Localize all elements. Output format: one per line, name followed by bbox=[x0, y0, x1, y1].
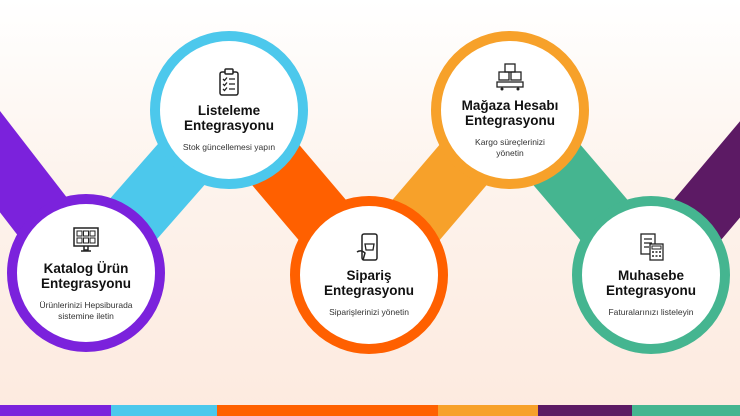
clipboard-checklist-icon bbox=[219, 68, 239, 96]
footer-bar-amber bbox=[438, 405, 538, 416]
step-title-2: Entegrasyonu bbox=[464, 112, 556, 128]
mobile-order-icon bbox=[356, 233, 378, 261]
footer-bar-purple bbox=[0, 405, 111, 416]
step-title: Katalog Ürün bbox=[43, 260, 129, 276]
footer-bar-plum bbox=[538, 405, 632, 416]
step-katalog: Katalog Ürün Entegrasyonu Ürünlerinizi H… bbox=[7, 194, 165, 352]
step-description: Kargo süreçlerinizi yönetin bbox=[475, 136, 545, 158]
step-muhasebe: Muhasebe Entegrasyonu Faturalarınızı lis… bbox=[572, 196, 730, 354]
invoice-calculator-icon bbox=[640, 233, 664, 261]
step-title-2: Entegrasyonu bbox=[40, 275, 132, 291]
step-title-2: Entegrasyonu bbox=[183, 118, 275, 133]
step-title: Sipariş bbox=[346, 268, 392, 283]
step-title: Mağaza Hesabı bbox=[461, 97, 559, 113]
step-listeleme: Listeleme Entegrasyonu Stok güncellemesi… bbox=[150, 31, 308, 189]
step-title-2: Entegrasyonu bbox=[323, 283, 415, 298]
boxes-cart-icon bbox=[496, 62, 524, 90]
step-description: Ürünlerinizi Hepsiburada sistemine ileti… bbox=[39, 299, 133, 321]
footer-bar-blue bbox=[111, 405, 217, 416]
footer-bar-green bbox=[632, 405, 740, 416]
step-description: Stok güncellemesi yapın bbox=[182, 142, 276, 152]
step-siparis: Sipariş Entegrasyonu Siparişlerinizi yön… bbox=[290, 196, 448, 354]
step-description: Siparişlerinizi yönetin bbox=[329, 307, 409, 317]
step-magaza: Mağaza Hesabı Entegrasyonu Kargo süreçle… bbox=[431, 31, 589, 189]
monitor-catalog-icon bbox=[73, 226, 99, 252]
footer-bar-orange bbox=[217, 405, 438, 416]
step-title: Muhasebe bbox=[617, 268, 685, 283]
step-title-2: Entegrasyonu bbox=[605, 283, 697, 298]
step-description: Faturalarınızı listeleyin bbox=[608, 307, 694, 317]
step-title: Listeleme bbox=[197, 103, 261, 118]
